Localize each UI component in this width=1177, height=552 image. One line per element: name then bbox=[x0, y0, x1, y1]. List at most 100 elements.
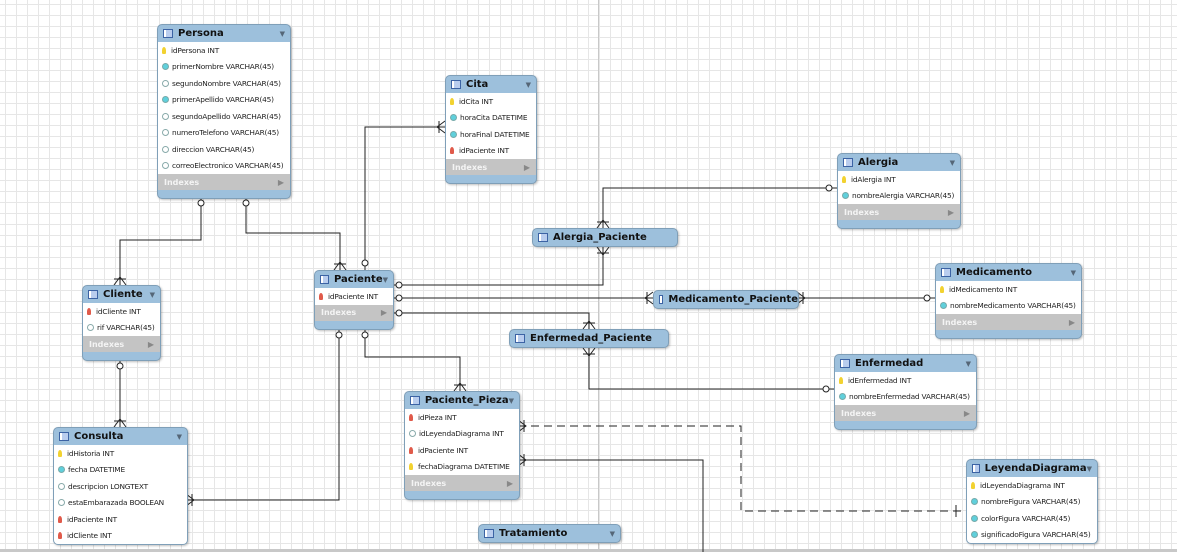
column-row[interactable]: primerNombre VARCHAR(45) bbox=[158, 59, 290, 76]
column-row[interactable]: idLeyendaDiagrama INT bbox=[967, 477, 1097, 494]
table-header[interactable]: Paciente_Pieza▼ bbox=[405, 392, 519, 409]
table-header[interactable]: Alergia_Paciente bbox=[533, 229, 677, 246]
column-row[interactable]: segundoNombre VARCHAR(45) bbox=[158, 75, 290, 92]
table-header[interactable]: Medicamento_Paciente bbox=[654, 291, 798, 308]
column-row[interactable]: nombreFigura VARCHAR(45) bbox=[967, 494, 1097, 511]
column-row[interactable]: direccion VARCHAR(45) bbox=[158, 141, 290, 158]
expand-arrow-icon[interactable]: ▶ bbox=[380, 308, 387, 317]
column-row[interactable]: idPersona INT bbox=[158, 42, 290, 59]
table-header[interactable]: Tratamiento▼ bbox=[479, 525, 620, 542]
expand-arrow-icon[interactable]: ▶ bbox=[147, 339, 154, 349]
chevron-down-icon[interactable]: ▼ bbox=[609, 529, 615, 538]
chevron-down-icon[interactable]: ▼ bbox=[525, 80, 531, 89]
chevron-down-icon[interactable]: ▼ bbox=[149, 290, 155, 299]
expand-arrow-icon[interactable]: ▶ bbox=[506, 478, 513, 488]
column-row[interactable]: idCliente INT bbox=[83, 303, 160, 320]
column-row[interactable]: fecha DATETIME bbox=[54, 462, 187, 479]
expand-arrow-icon[interactable]: ▶ bbox=[1068, 317, 1075, 327]
table-header[interactable]: Consulta▼ bbox=[54, 428, 187, 445]
column-row[interactable]: fechaDiagrama DATETIME bbox=[405, 459, 519, 476]
rel-paciente-enfermedad-paciente[interactable] bbox=[392, 312, 590, 329]
rel-paciente-consulta[interactable] bbox=[186, 328, 340, 501]
table-header[interactable]: Persona▼ bbox=[158, 25, 290, 42]
column-row[interactable]: nombreAlergia VARCHAR(45) bbox=[838, 188, 960, 205]
table-header[interactable]: Medicamento▼ bbox=[936, 264, 1081, 281]
chevron-down-icon[interactable]: ▼ bbox=[382, 275, 388, 284]
rel-paciente-alergia-paciente[interactable] bbox=[392, 247, 604, 286]
indexes-section[interactable]: Indexes▶ bbox=[446, 159, 536, 175]
table-enfermedad-paciente[interactable]: Enfermedad_Paciente bbox=[509, 329, 669, 348]
column-row[interactable]: idCliente INT bbox=[54, 528, 187, 545]
table-alergia-paciente[interactable]: Alergia_Paciente bbox=[532, 228, 678, 247]
table-header[interactable]: Cliente▼ bbox=[83, 286, 160, 303]
column-row[interactable]: idAlergia INT bbox=[838, 171, 960, 188]
table-medicamento-paciente[interactable]: Medicamento_Paciente bbox=[653, 290, 799, 309]
indexes-section[interactable]: Indexes▶ bbox=[405, 475, 519, 491]
column-row[interactable]: nombreEnfermedad VARCHAR(45) bbox=[835, 389, 976, 406]
table-header[interactable]: Enfermedad▼ bbox=[835, 355, 976, 372]
indexes-section[interactable]: Indexes▶ bbox=[936, 314, 1081, 330]
table-tratamiento[interactable]: Tratamiento▼ bbox=[478, 524, 621, 543]
indexes-section[interactable]: Indexes▶ bbox=[158, 174, 290, 190]
column-row[interactable]: idPieza INT bbox=[405, 409, 519, 426]
table-header[interactable]: Enfermedad_Paciente bbox=[510, 330, 668, 347]
column-row[interactable]: idPaciente INT bbox=[54, 511, 187, 528]
chevron-down-icon[interactable]: ▼ bbox=[176, 432, 182, 441]
column-row[interactable]: idMedicamento INT bbox=[936, 281, 1081, 298]
chevron-down-icon[interactable]: ▼ bbox=[1086, 464, 1092, 473]
rel-pieza-paciente-pieza[interactable] bbox=[518, 459, 704, 552]
chevron-down-icon[interactable]: ▼ bbox=[508, 396, 514, 405]
indexes-section[interactable]: Indexes▶ bbox=[835, 405, 976, 421]
chevron-down-icon[interactable]: ▼ bbox=[1070, 268, 1076, 277]
chevron-down-icon[interactable]: ▼ bbox=[279, 29, 285, 38]
column-row[interactable]: primerApellido VARCHAR(45) bbox=[158, 92, 290, 109]
indexes-section[interactable]: Indexes▶ bbox=[315, 304, 393, 321]
column-row[interactable]: idPaciente INT bbox=[405, 442, 519, 459]
table-header[interactable]: Alergia▼ bbox=[838, 154, 960, 171]
chevron-down-icon[interactable]: ▼ bbox=[965, 359, 971, 368]
expand-arrow-icon[interactable]: ▶ bbox=[523, 162, 530, 172]
rel-persona-paciente[interactable] bbox=[245, 196, 341, 270]
rel-enfermedad-enfermedad-paciente[interactable] bbox=[588, 348, 834, 390]
rel-alergia-alergia-paciente[interactable] bbox=[602, 187, 837, 228]
column-row[interactable]: correoElectronico VARCHAR(45) bbox=[158, 158, 290, 175]
table-header[interactable]: Paciente▼ bbox=[315, 271, 393, 288]
column-row[interactable]: idLeyendaDiagrama INT bbox=[405, 426, 519, 443]
column-row[interactable]: idEnfermedad INT bbox=[835, 372, 976, 389]
indexes-section[interactable]: Indexes▶ bbox=[83, 336, 160, 352]
rel-paciente-cita[interactable] bbox=[364, 126, 445, 270]
column-row[interactable]: descripcion LONGTEXT bbox=[54, 478, 187, 495]
column-row[interactable]: estaEmbarazada BOOLEAN bbox=[54, 495, 187, 512]
column-row[interactable]: idPaciente INT bbox=[446, 143, 536, 160]
indexes-section[interactable]: Indexes▶ bbox=[838, 204, 960, 220]
column-row[interactable]: idPaciente INT bbox=[315, 288, 393, 305]
column-row[interactable]: numeroTelefono VARCHAR(45) bbox=[158, 125, 290, 142]
expand-arrow-icon[interactable]: ▶ bbox=[963, 408, 970, 418]
rel-leyenda-paciente-pieza[interactable] bbox=[518, 425, 966, 512]
column-row[interactable]: rif VARCHAR(45) bbox=[83, 320, 160, 337]
table-header[interactable]: LeyendaDiagrama▼ bbox=[967, 460, 1097, 477]
column-row[interactable]: significadoFigura VARCHAR(45) bbox=[967, 527, 1097, 544]
expand-arrow-icon[interactable]: ▶ bbox=[947, 207, 954, 217]
column-row[interactable]: segundoApellido VARCHAR(45) bbox=[158, 108, 290, 125]
column-row[interactable]: nombreMedicamento VARCHAR(45) bbox=[936, 298, 1081, 315]
rel-persona-cliente[interactable] bbox=[119, 196, 202, 285]
table-header[interactable]: Cita▼ bbox=[446, 76, 536, 93]
column-row[interactable]: horaCita DATETIME bbox=[446, 110, 536, 127]
expand-arrow-icon[interactable]: ▶ bbox=[277, 177, 284, 187]
column-row[interactable]: horaFinal DATETIME bbox=[446, 126, 536, 143]
chevron-down-icon[interactable]: ▼ bbox=[949, 158, 955, 167]
column-row[interactable]: idHistoria INT bbox=[54, 445, 187, 462]
column-row[interactable]: colorFigura VARCHAR(45) bbox=[967, 510, 1097, 527]
column-row[interactable]: idCita INT bbox=[446, 93, 536, 110]
